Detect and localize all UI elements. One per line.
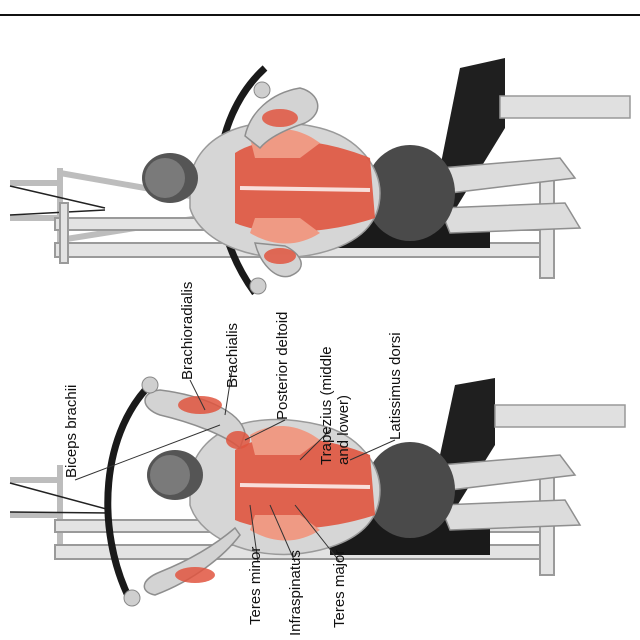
hand — [253, 81, 271, 99]
exercise-illustration-labeled — [0, 300, 640, 640]
label-latissimus-dorsi: Latissimus dorsi — [387, 332, 404, 440]
label-teres-minor: Teres minor — [247, 546, 264, 625]
cable-lines — [9, 185, 106, 216]
label-trapezius: Trapezius (middle and lower) — [318, 346, 352, 465]
exercise-illustration-top — [0, 18, 640, 300]
arm-muscles — [175, 396, 250, 583]
legs — [438, 454, 582, 531]
label-leader-lines — [74, 369, 396, 563]
label-brachioradialis: Brachioradialis — [179, 281, 196, 380]
top-border-line — [0, 0, 640, 16]
hand — [123, 589, 141, 607]
legs — [438, 157, 582, 234]
highlighted-back-muscles — [235, 128, 375, 244]
shorts — [365, 442, 455, 538]
label-teres-major: Teres major — [331, 549, 348, 628]
label-posterior-deltoid: Posterior deltoid — [274, 311, 291, 420]
arm-muscles — [262, 109, 298, 264]
hand — [249, 277, 267, 295]
bench-arm — [494, 404, 626, 428]
hand — [141, 376, 159, 394]
label-brachialis: Brachialis — [224, 322, 241, 388]
cable-lines — [9, 482, 111, 514]
shorts — [365, 145, 455, 241]
cable-machine-frame — [10, 465, 63, 550]
cable-handle-bar — [104, 377, 158, 602]
label-biceps-brachii: Biceps brachii — [63, 384, 80, 478]
bench-arm — [499, 95, 631, 119]
label-infraspinatus: Infraspinatus — [287, 550, 304, 636]
